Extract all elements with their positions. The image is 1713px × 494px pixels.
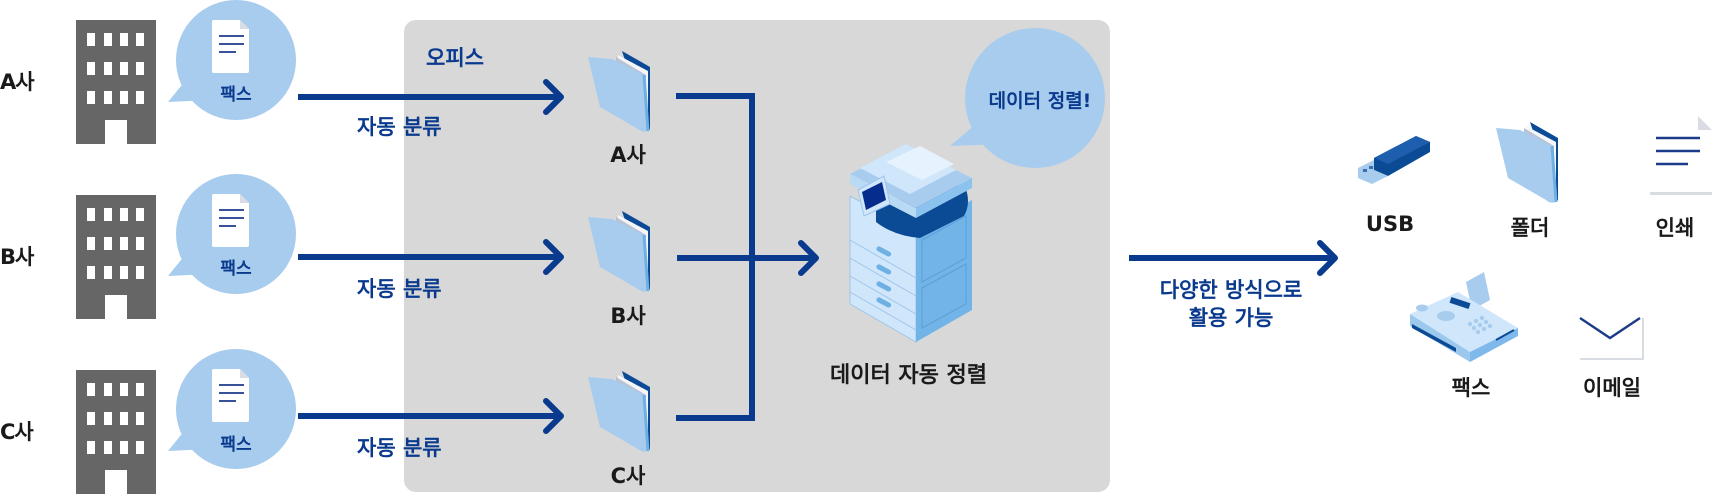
bubble-label-b: 팩스 bbox=[220, 259, 252, 279]
destination-label-usb: USB bbox=[1365, 212, 1415, 236]
destination-folder-icon bbox=[1496, 122, 1558, 203]
office-title: 오피스 bbox=[426, 46, 484, 70]
output-arrow-label-line1: 다양한 방식으로 bbox=[1159, 278, 1303, 302]
destination-label-print: 인쇄 bbox=[1655, 216, 1695, 240]
output-arrow-label: 다양한 방식으로 활용 가능 bbox=[1136, 276, 1326, 332]
folder-icon-a bbox=[588, 51, 650, 132]
document-icon bbox=[212, 194, 249, 247]
device-label: 데이터 자동 정렬 bbox=[830, 363, 987, 388]
folder-icon-b bbox=[588, 211, 650, 292]
print-document-icon bbox=[1650, 116, 1712, 195]
route-label-a: 자동 분류 bbox=[357, 115, 442, 139]
output-arrow-head bbox=[1317, 240, 1338, 276]
bubble-label-a: 팩스 bbox=[220, 85, 252, 105]
folder-label-a: A사 bbox=[610, 143, 646, 167]
merge-arrow-head bbox=[798, 240, 819, 276]
company-label-b: B사 bbox=[0, 245, 34, 269]
envelope-icon bbox=[1579, 316, 1644, 360]
destination-label-folder: 폴더 bbox=[1510, 216, 1550, 240]
folder-label-c: C사 bbox=[610, 464, 646, 488]
folder-icon-c bbox=[588, 371, 650, 452]
usb-drive-icon bbox=[1358, 136, 1430, 184]
route-label-b: 자동 분류 bbox=[357, 277, 442, 301]
document-icon bbox=[212, 369, 249, 422]
building-icon bbox=[76, 195, 156, 319]
multifunction-printer-icon bbox=[849, 144, 972, 343]
route-arrow-c-head bbox=[543, 398, 564, 434]
fax-speech-bubble-c bbox=[168, 349, 296, 469]
company-label-c: C사 bbox=[0, 420, 34, 444]
fax-speech-bubble-a bbox=[168, 0, 296, 120]
folder-label-b: B사 bbox=[610, 304, 646, 328]
route-arrow-b-head bbox=[543, 239, 564, 275]
building-icon bbox=[76, 20, 156, 144]
route-arrow-a-head bbox=[543, 79, 564, 115]
fax-machine-icon bbox=[1410, 272, 1518, 362]
building-icon bbox=[76, 370, 156, 494]
data-sort-speech-bubble bbox=[950, 28, 1105, 168]
bubble-label-c: 팩스 bbox=[220, 435, 252, 455]
output-arrow-label-line2: 활용 가능 bbox=[1188, 306, 1274, 330]
company-label-a: A사 bbox=[0, 70, 35, 94]
destination-label-fax: 팩스 bbox=[1451, 376, 1491, 400]
data-sort-bubble-text: 데이터 정렬! bbox=[988, 90, 1092, 112]
route-label-c: 자동 분류 bbox=[357, 436, 442, 460]
fax-speech-bubble-b bbox=[168, 174, 296, 294]
destination-label-email: 이메일 bbox=[1583, 376, 1641, 400]
document-icon bbox=[212, 20, 249, 73]
